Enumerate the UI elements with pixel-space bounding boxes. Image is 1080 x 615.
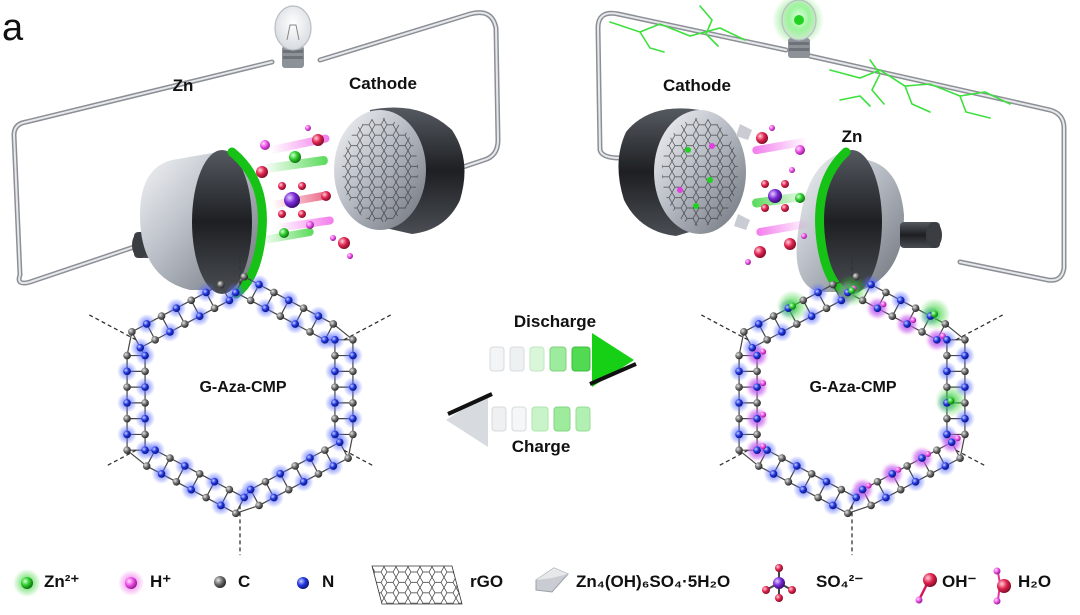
right-cell: Zn Cathode G-Aza-CMP <box>595 0 1067 556</box>
right-ion-streaks <box>745 125 810 265</box>
left-framework-label: G-Aza-CMP <box>199 379 286 396</box>
left-cell: Zn Cathode G-Aza-CMP <box>11 5 501 556</box>
right-cathode-label: Cathode <box>663 76 731 95</box>
legend-zn2: Zn²⁺ <box>44 548 79 615</box>
legend-oh-text: OH⁻ <box>942 571 977 591</box>
water-molecule-icon <box>993 567 1011 605</box>
legend-icons <box>13 564 1011 605</box>
proton-icon <box>118 570 144 596</box>
legend-so4: SO₄²⁻ <box>816 548 863 615</box>
legend-rgo-text: rGO <box>470 571 504 591</box>
legend: Zn²⁺ H⁺ C N rGO Zn₄(OH)₆SO₄·5H₂O SO₄²⁻ O… <box>0 548 1080 615</box>
right-aza-cmp-framework <box>701 253 1003 556</box>
zhs-platelet-icon <box>535 567 569 593</box>
legend-rgo: rGO <box>470 548 503 615</box>
right-zn-electrode <box>796 147 942 299</box>
legend-n-text: N <box>322 571 335 591</box>
discharge-arrow <box>489 333 637 387</box>
left-zn-label: Zn <box>173 76 194 95</box>
right-cathode-disk <box>618 108 752 236</box>
legend-oh: OH⁻ <box>942 548 976 615</box>
legend-c: C <box>238 548 250 615</box>
legend-n: N <box>322 548 334 615</box>
charge-arrow <box>446 392 591 447</box>
carbon-atom-icon <box>214 576 226 588</box>
lightning-sparks <box>609 5 1011 119</box>
charge-label: Charge <box>512 437 571 456</box>
panel-letter: a <box>2 7 24 49</box>
left-aza-cmp-framework <box>89 253 391 556</box>
legend-h-text: H⁺ <box>150 571 172 591</box>
discharge-label: Discharge <box>514 312 596 331</box>
left-light-bulb-icon <box>274 5 312 68</box>
legend-zhs: Zn₄(OH)₆SO₄·5H₂O <box>576 548 730 615</box>
sulfate-ion-icon <box>762 564 796 602</box>
legend-h2o-text: H₂O <box>1018 571 1052 591</box>
legend-zn2-text: Zn²⁺ <box>44 571 80 591</box>
hydroxide-icon <box>915 573 937 604</box>
left-cathode-label: Cathode <box>349 74 417 93</box>
legend-h: H⁺ <box>150 548 171 615</box>
legend-h2o: H₂O <box>1018 548 1051 615</box>
right-framework-label: G-Aza-CMP <box>809 379 896 396</box>
right-light-bulb-icon <box>772 0 824 58</box>
left-zn-electrode <box>132 147 267 299</box>
left-cathode-disk <box>334 107 465 234</box>
legend-so4-text: SO₄²⁻ <box>816 571 864 591</box>
nitrogen-atom-icon <box>297 577 309 589</box>
legend-c-text: C <box>238 571 251 591</box>
left-ion-streaks <box>256 125 353 259</box>
legend-zhs-text: Zn₄(OH)₆SO₄·5H₂O <box>576 571 731 591</box>
zn-ion-icon <box>13 569 41 597</box>
right-zn-label: Zn <box>842 127 863 146</box>
rgo-sheet-icon <box>371 565 463 605</box>
